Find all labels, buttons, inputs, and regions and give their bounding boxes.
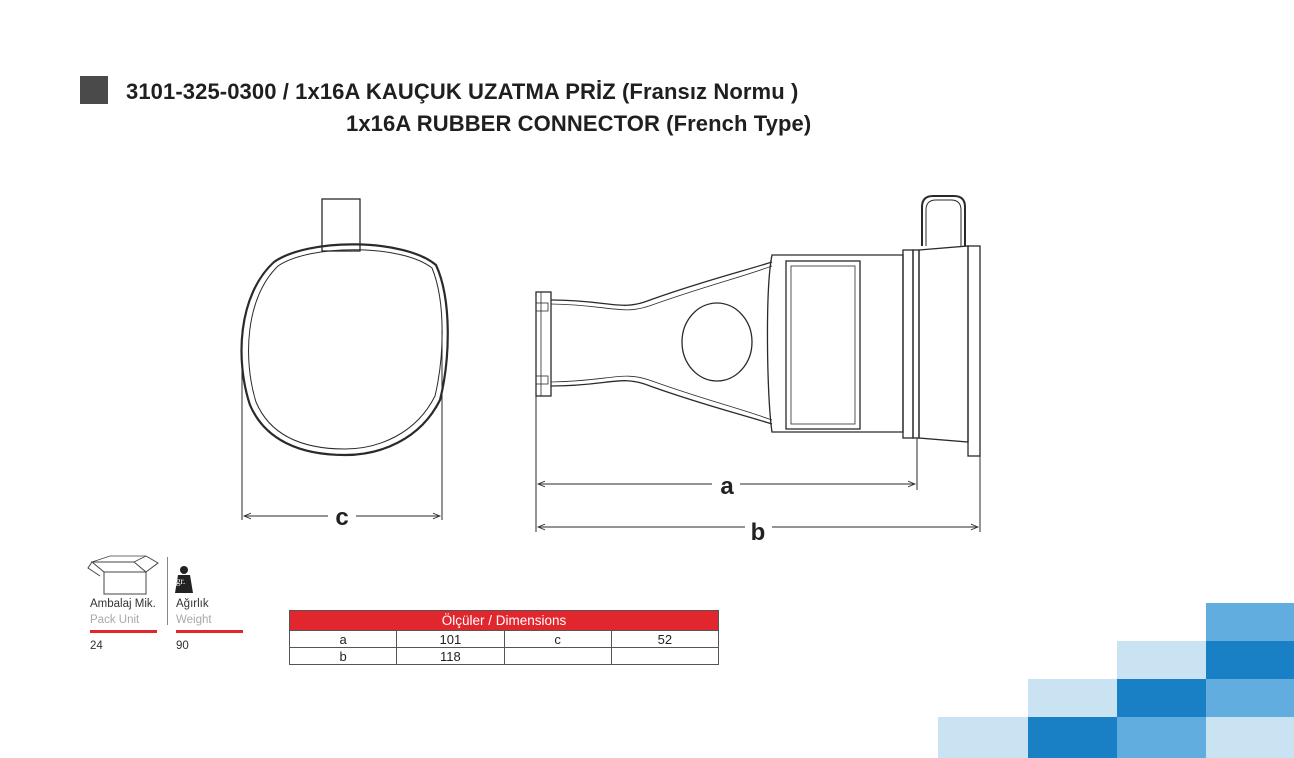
table-cell: a (288, 630, 398, 648)
info-divider (167, 557, 168, 625)
tile (1206, 603, 1294, 641)
table-cell (503, 647, 612, 665)
product-title-en: 1x16A RUBBER CONNECTOR (French Type) (346, 111, 812, 136)
pack-unit-label-en: Pack Unit (90, 614, 140, 626)
dimensions-table-header: Ölçüler / Dimensions (289, 610, 719, 631)
title-marker (80, 76, 108, 104)
tile (1206, 717, 1294, 758)
table-cell: c (503, 630, 612, 648)
weight-value: 90 (176, 640, 189, 652)
table-cell (610, 647, 720, 665)
tile (1028, 679, 1117, 717)
table-cell: 101 (396, 630, 505, 648)
weight-label-tr: Ağırlık (176, 598, 209, 610)
tile (1206, 641, 1294, 679)
dim-label-b: b (751, 519, 766, 546)
product-title-tr: 3101-325-0300 / 1x16A KAUÇUK UZATMA PRİZ… (126, 79, 799, 104)
dim-label-a: a (720, 473, 734, 500)
table-row: b 118 (288, 647, 720, 665)
table-cell: 118 (396, 647, 505, 665)
tile (1117, 679, 1206, 717)
dim-label-c: c (335, 504, 348, 531)
tile (938, 717, 1028, 758)
side-view (535, 195, 981, 532)
tile (1117, 641, 1206, 679)
pack-unit-underline (90, 630, 157, 633)
pack-unit-value: 24 (90, 640, 103, 652)
front-view (240, 198, 449, 520)
table-row: a 101 c 52 (288, 630, 720, 648)
weight-icon (175, 566, 193, 593)
table-cell: b (288, 647, 398, 665)
weight-icon-label: gr. (176, 576, 186, 586)
tile (1206, 679, 1294, 717)
box-icon (87, 555, 159, 595)
dimensions-table: Ölçüler / Dimensions a 101 c 52 b 118 (288, 610, 720, 665)
table-cell: 52 (610, 630, 720, 648)
tile (1117, 717, 1206, 758)
weight-underline (176, 630, 243, 633)
weight-label-en: Weight (176, 614, 212, 626)
pack-unit-label-tr: Ambalaj Mik. (90, 598, 156, 610)
tile (1028, 717, 1117, 758)
